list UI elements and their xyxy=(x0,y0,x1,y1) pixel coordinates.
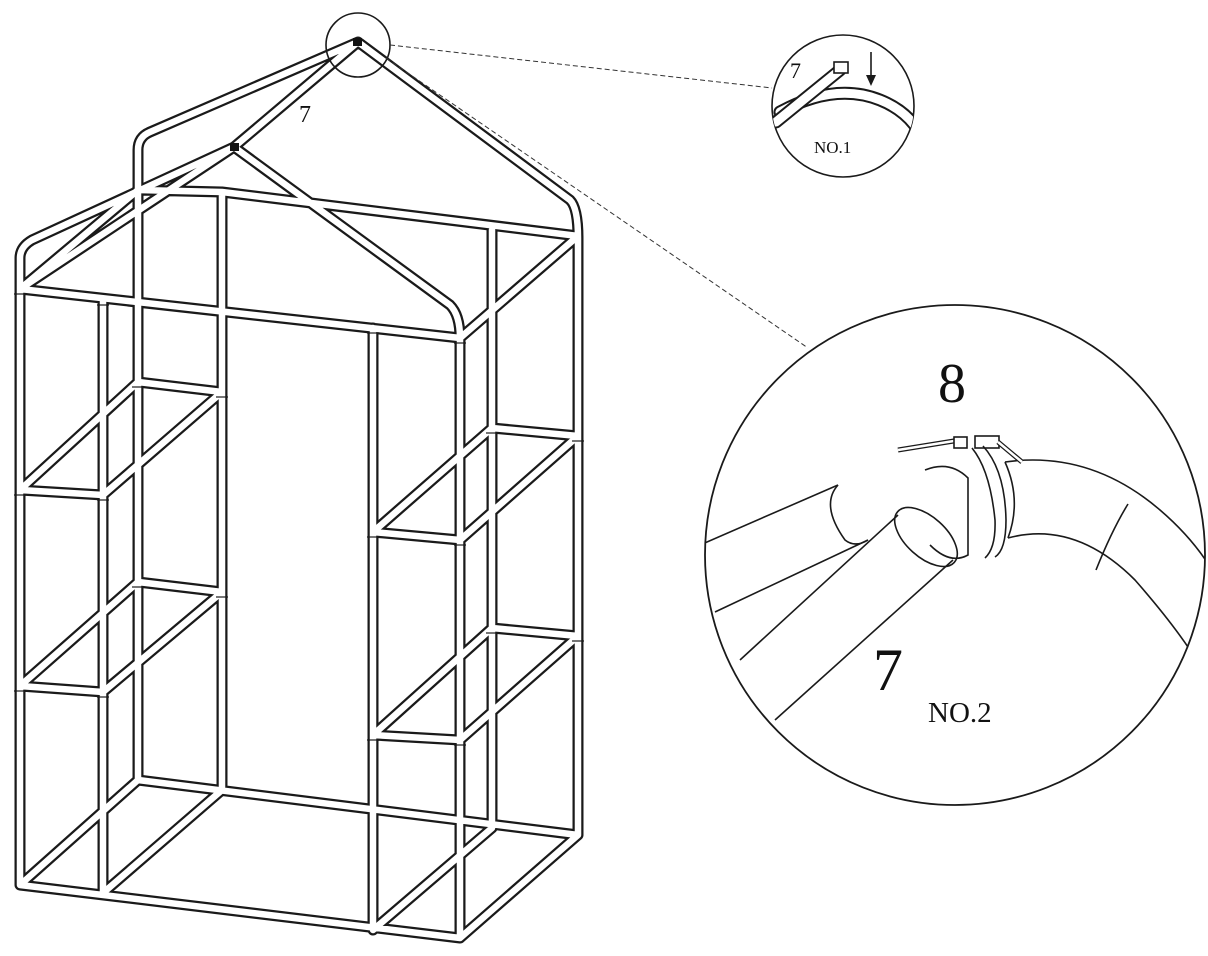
detail-no1: 7 NO.1 xyxy=(771,34,915,178)
leader-lines xyxy=(385,44,809,349)
clip-icon xyxy=(833,61,849,74)
down-arrow-icon xyxy=(866,75,876,86)
top-apex-clip-icon xyxy=(353,38,362,46)
detail2-part-label-8: 8 xyxy=(938,353,966,415)
ridge-clip-icon xyxy=(230,143,239,151)
detail-no2: 8 7 NO.2 xyxy=(704,304,1206,806)
main-part-label: 7 xyxy=(299,102,311,128)
detail1-part-label: 7 xyxy=(790,58,801,83)
cable-tie-icon xyxy=(897,435,1024,559)
detail1-caption: NO.1 xyxy=(814,138,851,157)
greenhouse-frame xyxy=(14,36,584,944)
detail2-part-label-7: 7 xyxy=(873,637,903,703)
detail2-caption: NO.2 xyxy=(928,697,992,729)
